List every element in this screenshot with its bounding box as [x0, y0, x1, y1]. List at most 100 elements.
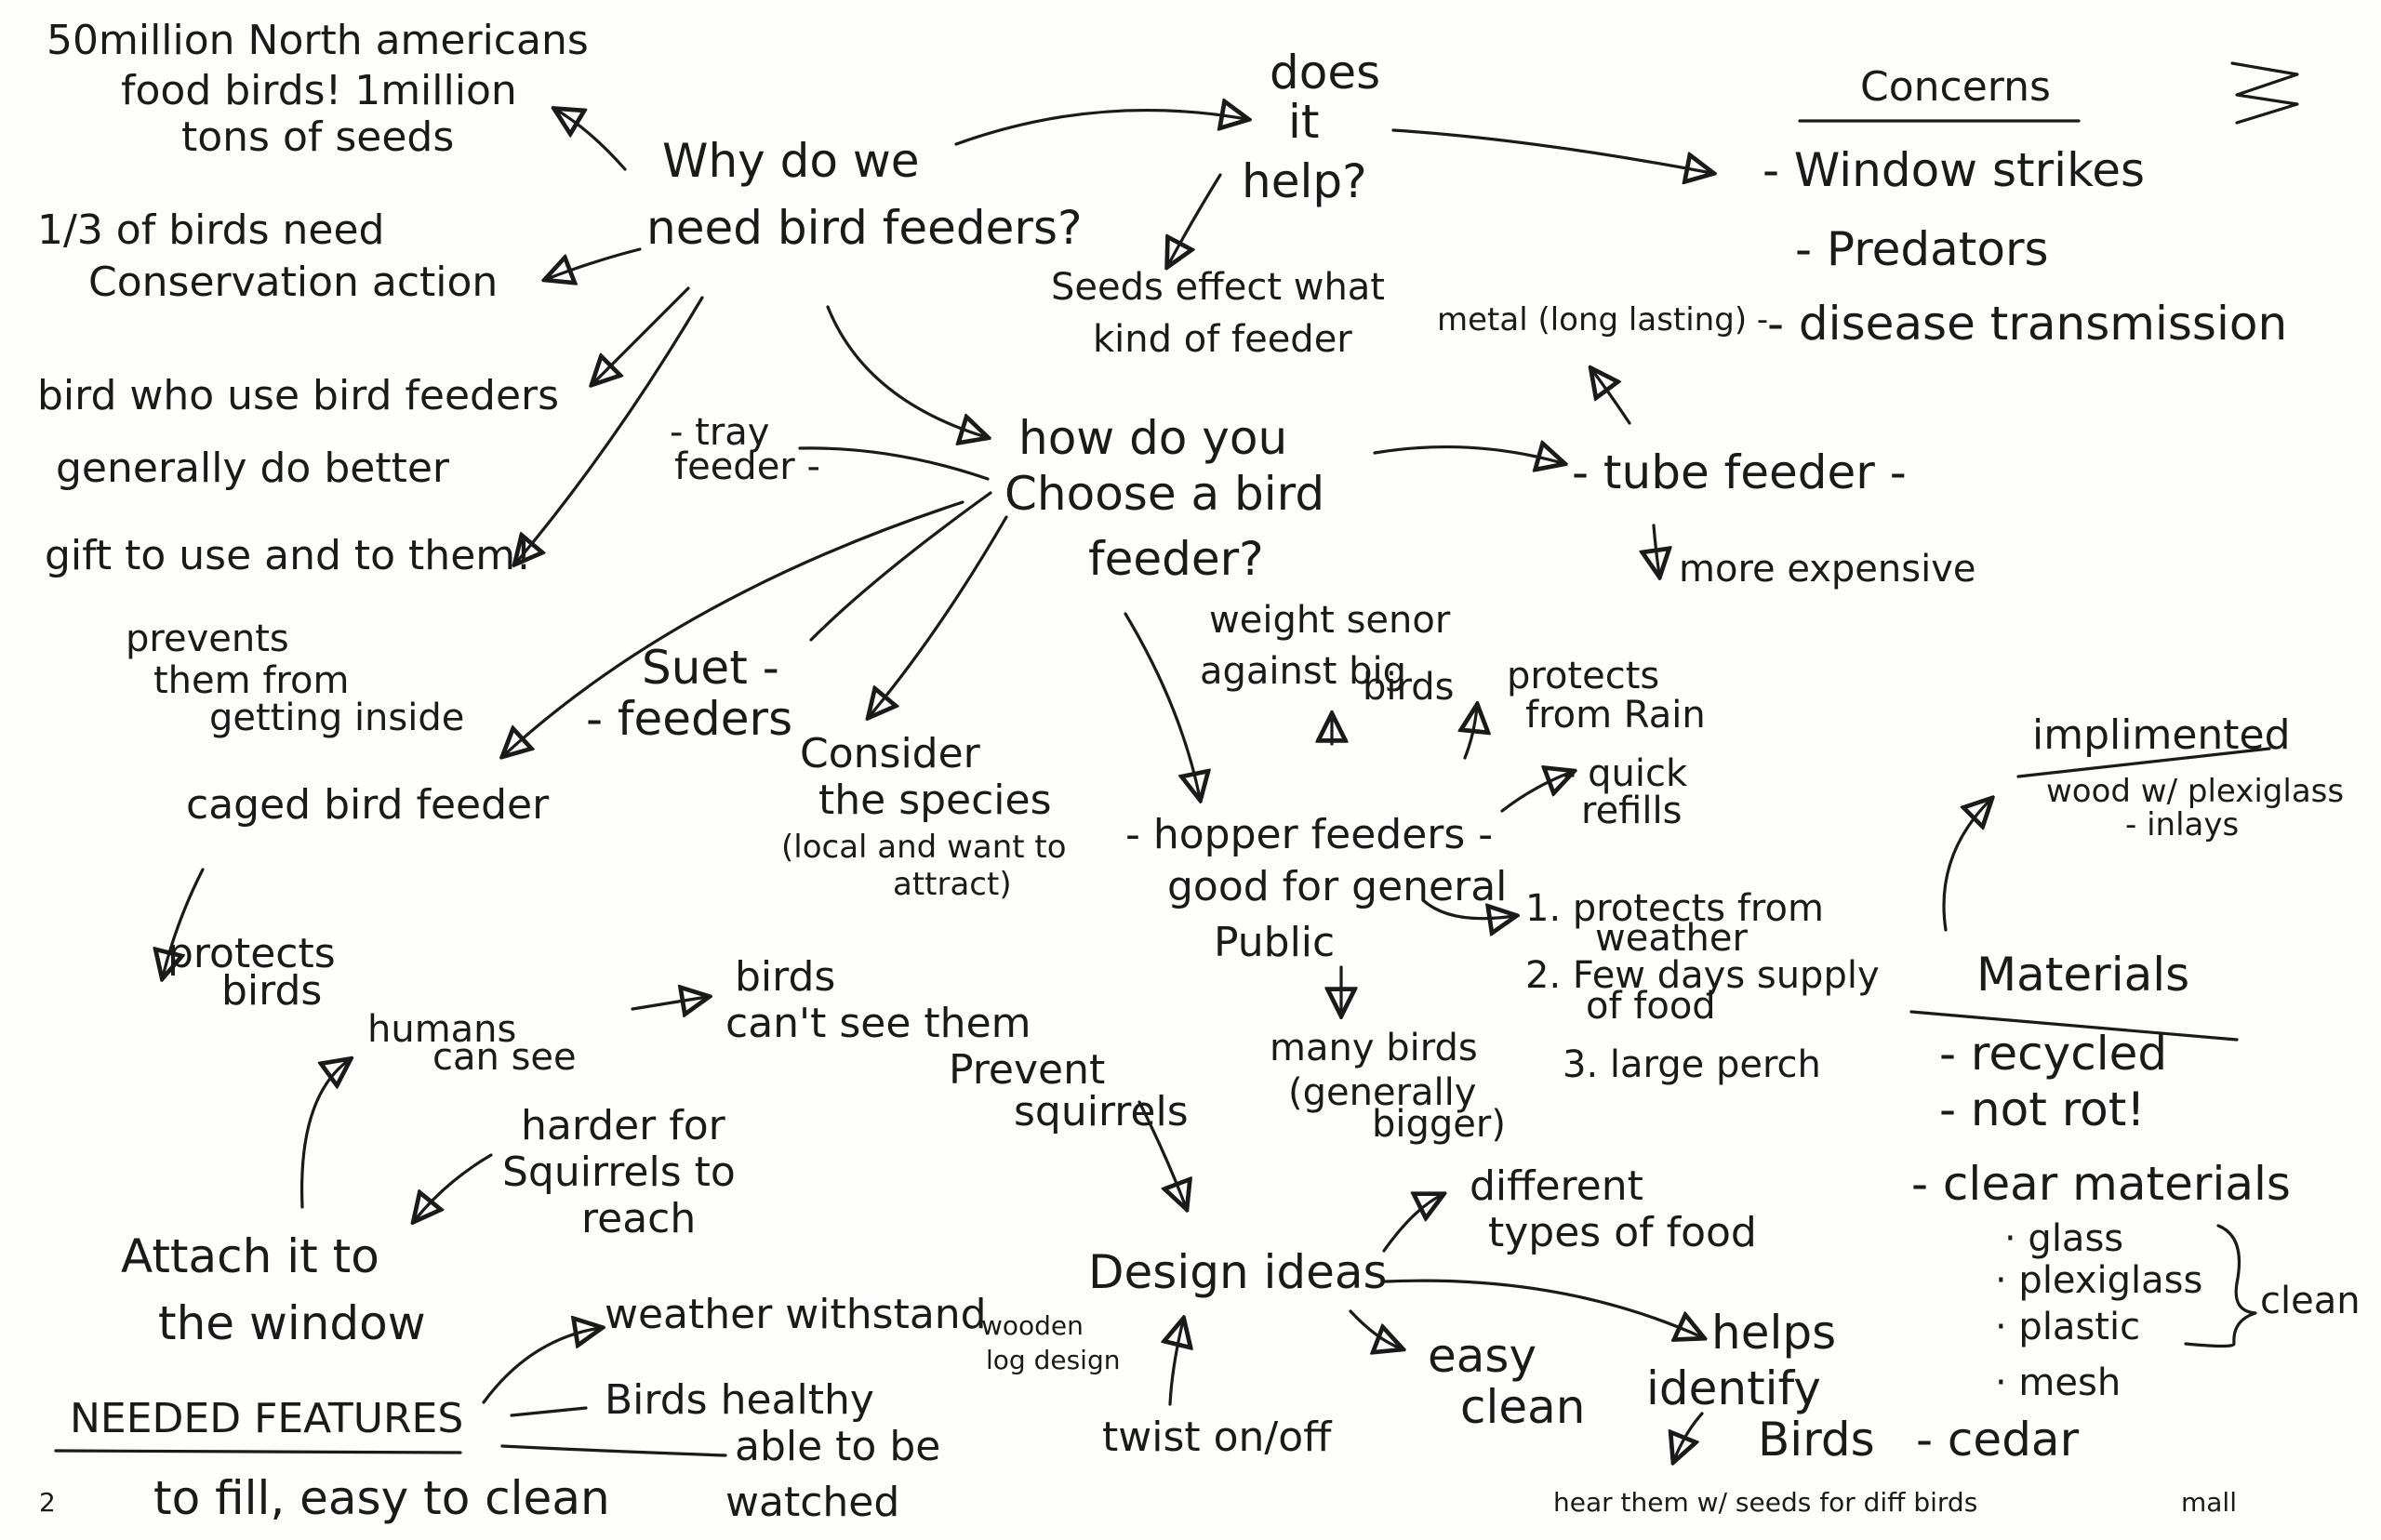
design-ideas: Design ideas different types of food woo…	[981, 1162, 1977, 1518]
weather-withstand: weather withstand	[605, 1291, 987, 1338]
weight-sensor: weight senor against big birds	[1200, 599, 1462, 709]
caged-bird-feeder: caged bird feeder	[186, 781, 550, 829]
fact-50-million: 50million North americans food birds! 1m…	[47, 17, 602, 161]
arrow-hopper-to-quick	[1500, 772, 1572, 813]
clean-label: clean	[2260, 1280, 2361, 1322]
arrow-how-to-caged	[504, 500, 964, 755]
fact-gift: gift to use and to them!	[45, 532, 532, 579]
implemented-underline	[2016, 747, 2271, 778]
hopper-feeders: weight senor against big birds - hopper …	[1125, 599, 1891, 1146]
to-fill-easy-clean: to fill, easy to clean	[153, 1471, 610, 1525]
line-how-to-suet	[809, 491, 992, 642]
corner-initials: mall	[2181, 1487, 2237, 1518]
line-needed-to-watched	[500, 1444, 727, 1457]
line-needed-to-healthy	[510, 1406, 588, 1417]
hopper-benefits: 1. protects from weather 2. Few days sup…	[1525, 887, 1891, 1086]
prevent-squirrels: Prevent squirrels	[949, 1046, 1189, 1135]
arrow-twist-to-design	[1170, 1321, 1183, 1406]
harder-for-squirrels: harder for Squirrels to reach	[502, 1102, 749, 1242]
needed-features: NEEDED FEATURES weather withstand Birds …	[70, 1291, 987, 1526]
left-facts: 50million North americans food birds! 1m…	[37, 17, 602, 579]
arrow-hopper-to-list	[1421, 898, 1514, 919]
arrow-why-to-does-help	[954, 111, 1246, 146]
arrow-why-to-do-better	[593, 286, 690, 383]
corner-squiggle	[2230, 61, 2299, 125]
caged-feeder: prevents them from getting inside caged …	[126, 617, 550, 1015]
more-expensive: more expensive	[1679, 548, 1976, 591]
humans-can-see: humans can see	[367, 1008, 577, 1079]
how-choose-feeder: how do you Choose a bird feeder?	[1004, 411, 1339, 586]
page-number: 2	[39, 1487, 56, 1518]
arrow-how-to-tube	[1373, 447, 1563, 463]
implemented-items: wood w/ plexiglass - inlays	[2046, 773, 2354, 843]
hopper-label: - hopper feeders - good for general Publ…	[1125, 811, 1520, 966]
concerns: Concerns - Window strikes - Predators - …	[1762, 63, 2287, 351]
clean-bracket	[2184, 1224, 2257, 1348]
materials-sub: · glass · plexiglass · plastic · mesh	[1995, 1217, 2215, 1404]
arrow-how-to-consider	[870, 515, 1008, 716]
svg-text:(local and want to attra: (local and want to attract)	[781, 829, 1076, 903]
attach-window: Attach it to the window	[121, 1229, 426, 1350]
prevents-inside: prevents them from getting inside	[126, 617, 464, 739]
arrow-design-to-easy	[1349, 1309, 1401, 1348]
hear-them: hear them w/ seeds for diff birds	[1553, 1487, 1977, 1518]
needed-underline	[54, 1449, 462, 1454]
helps-identify: helps identify Birds	[1646, 1306, 1875, 1467]
protects-birds: protects birds	[167, 930, 349, 1015]
central-questions: Why do we need bird feeders? does it hel…	[646, 46, 1397, 586]
implemented: implimented wood w/ plexiglass - inlays	[2032, 711, 2354, 843]
arrow-hopper-to-rain	[1465, 707, 1477, 760]
concerns-title: Concerns	[1860, 63, 2051, 111]
materials-items: - recycled - not rot! - clear materials	[1911, 1027, 2291, 1211]
quick-refills: - quick refills	[1563, 752, 1699, 832]
fact-one-third: 1/3 of birds need Conservation action	[37, 206, 498, 306]
does-it-help: does it help?	[1242, 46, 1395, 208]
tray-feeder: - tray feeder -	[670, 411, 820, 488]
seeds-effect: Seeds effect what kind of feeder	[1051, 266, 1397, 361]
able-to-be-watched: able to be watched	[725, 1423, 953, 1526]
svg-text:Suet - - feeders: Suet - - feeders	[586, 641, 794, 746]
fact-do-better: bird who use bird feeders generally do b…	[37, 372, 572, 492]
twist-on-off: twist on/off	[1102, 1414, 1333, 1461]
arrow-help-to-seeds	[1168, 173, 1222, 265]
arrow-design-to-food	[1382, 1195, 1442, 1253]
metal-long-lasting: metal (long lasting) -	[1437, 301, 1768, 339]
arrow-materials-to-implemented	[1942, 800, 1990, 932]
materials-title: Materials	[1976, 948, 2189, 1002]
svg-text:- tray feeder -: - tray feeder -	[670, 411, 820, 488]
implemented-title: implimented	[2032, 711, 2291, 759]
protects-rain: protects from Rain	[1507, 655, 1706, 737]
line-how-to-tray	[798, 446, 990, 481]
arrow-identify-to-hear	[1674, 1412, 1704, 1460]
suet-feeders: Suet - - feeders	[586, 641, 794, 746]
arrow-design-to-helps	[1384, 1279, 1702, 1337]
arrow-humans-to-birds	[631, 997, 707, 1009]
materials: Materials - recycled - not rot! - clear …	[1911, 948, 2361, 1467]
arrow-tube-to-metal	[1592, 370, 1631, 425]
arrow-why-to-one-third	[547, 247, 642, 279]
concerns-items: - Window strikes - Predators - disease t…	[1762, 143, 2287, 351]
many-birds: many birds (generally bigger)	[1270, 1027, 1506, 1146]
arrow-attach-to-humans	[299, 1060, 349, 1209]
arrow-how-to-hopper	[1124, 612, 1200, 798]
design-ideas-title: Design ideas	[1088, 1245, 1388, 1299]
arrow-prevent-to-design	[1137, 1100, 1186, 1207]
birds-cant-see: birds can't see them	[725, 953, 1031, 1047]
arrow-why-to-50million	[556, 110, 627, 171]
different-food: different types of food	[1470, 1162, 1757, 1256]
arrow-why-to-how	[826, 305, 986, 437]
arrow-needed-to-weather	[482, 1328, 600, 1404]
connectors	[54, 61, 2299, 1460]
arrow-tube-to-expensive	[1654, 524, 1659, 575]
cedar: - cedar	[1916, 1413, 2080, 1467]
why-bird-feeders: Why do we need bird feeders?	[646, 134, 1083, 255]
materials-underline	[1909, 1010, 2239, 1042]
easy-clean: easy clean	[1428, 1329, 1585, 1434]
tube-feeder: metal (long lasting) - - tube feeder - m…	[1437, 301, 1976, 591]
needed-features-title: NEEDED FEATURES	[70, 1395, 463, 1442]
consider-species: Consider the species (local and want to …	[781, 730, 1076, 903]
birds-healthy: Birds healthy	[605, 1376, 874, 1424]
tube-feeder-label: - tube feeder -	[1572, 445, 1907, 499]
